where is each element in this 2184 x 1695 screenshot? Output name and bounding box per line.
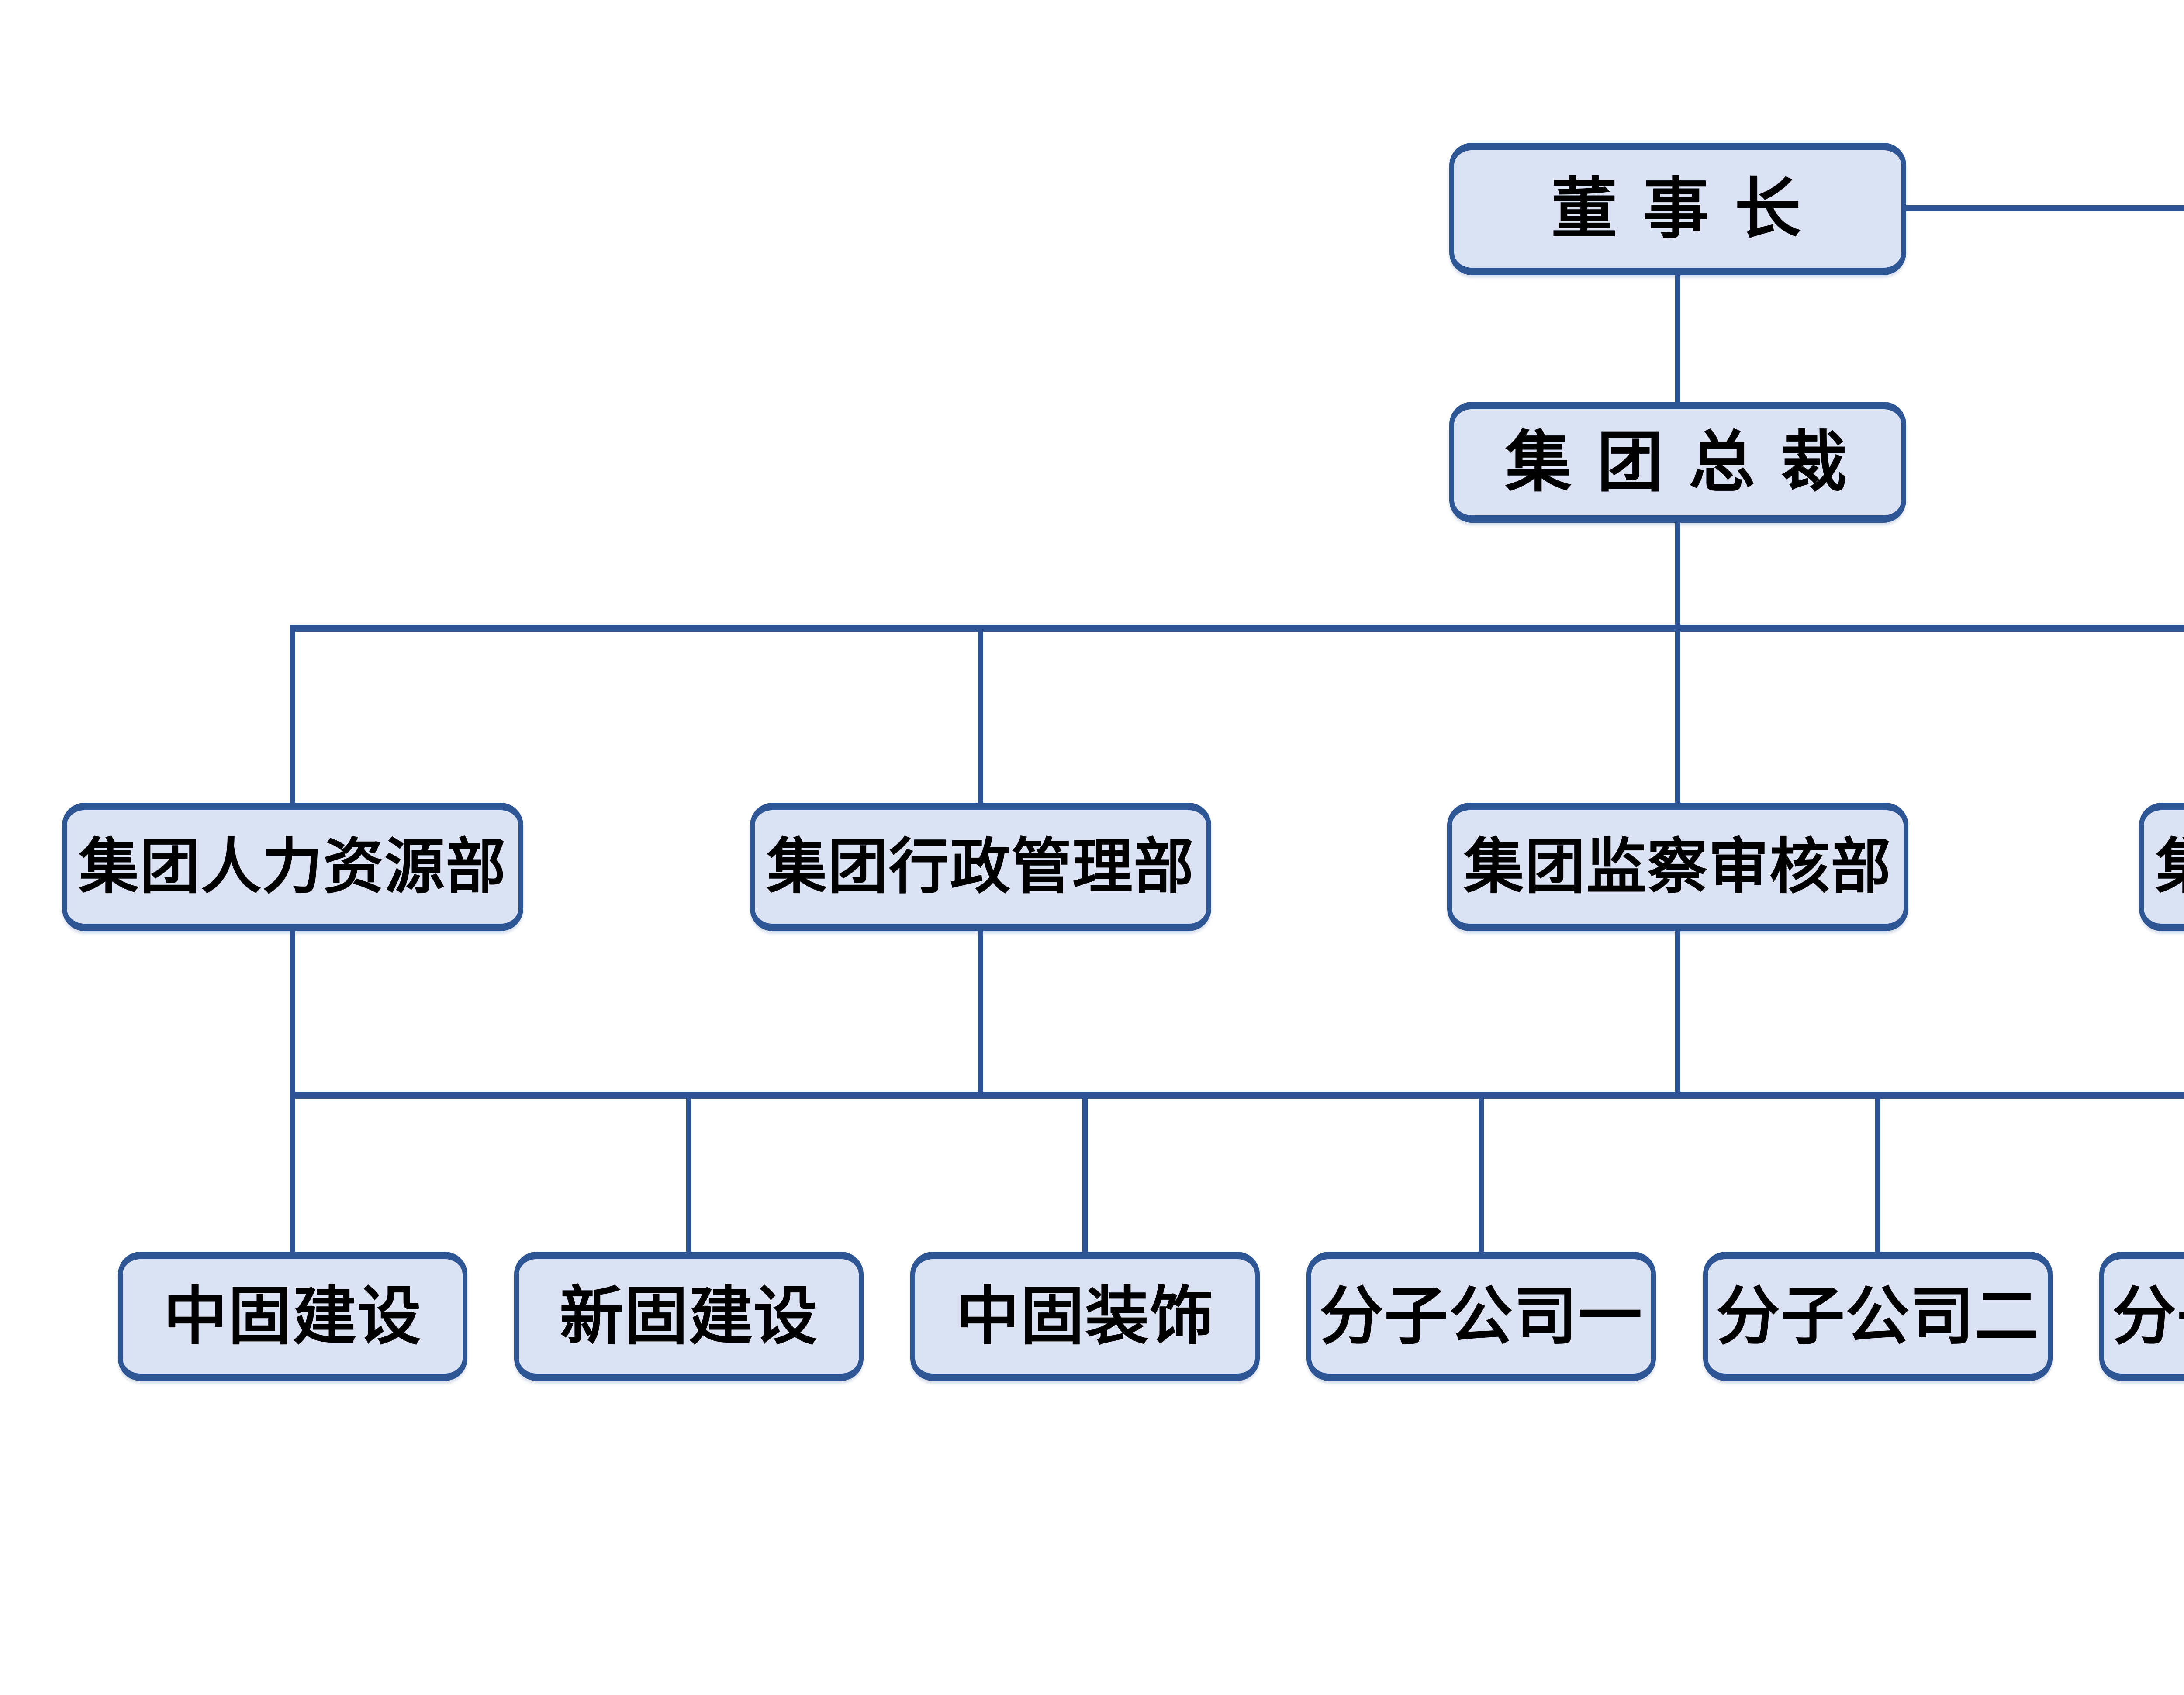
drop-hr-to-bus2 [290, 931, 295, 1094]
connector-chairman-president [1675, 275, 1680, 402]
node-sub-zhonggu-decoration: 中固装饰 [910, 1252, 1260, 1381]
node-sub-zhonggu-construction-label: 中固建设 [163, 1281, 422, 1352]
node-chairman: 董 事 长 [1449, 143, 1906, 275]
connector-president-to-audit [1675, 523, 1680, 803]
node-sub-zhonggu-construction: 中固建设 [118, 1252, 467, 1381]
node-dept-human-resources: 集团人力资源部 [62, 803, 523, 931]
node-dept-administration: 集团行政管理部 [750, 803, 1211, 931]
bus-line-level-subsidiaries [290, 1092, 2184, 1099]
node-sub-branch-company-2: 分子公司二 [1703, 1252, 2053, 1381]
node-dept-finance: 集团财务管理部 [2139, 803, 2184, 931]
node-sub-branch-company-3-label: 分子公司三 [2112, 1281, 2184, 1352]
connector-chairman-right-horizontal [1906, 205, 2184, 211]
node-dept-administration-label: 集团行政管理部 [766, 833, 1195, 901]
node-sub-xingu-construction: 新固建设 [514, 1252, 864, 1381]
drop-bus1-to-hr [290, 632, 295, 803]
drop-audit-to-bus2 [1675, 931, 1680, 1094]
drop-bus2-to-sub-5 [1875, 1099, 1880, 1252]
node-sub-branch-company-1: 分子公司一 [1306, 1252, 1656, 1381]
drop-bus2-to-sub-2 [686, 1099, 691, 1252]
node-group-president-label: 集 团 总 裁 [1505, 425, 1851, 500]
node-dept-supervision-audit: 集团监察审核部 [1447, 803, 1908, 931]
node-dept-human-resources-label: 集团人力资源部 [78, 833, 507, 901]
node-sub-branch-company-1-label: 分子公司一 [1320, 1281, 1643, 1352]
node-sub-branch-company-3: 分子公司三 [2099, 1252, 2184, 1381]
node-group-president: 集 团 总 裁 [1449, 402, 1906, 523]
node-sub-zhonggu-decoration-label: 中固装饰 [956, 1281, 1214, 1352]
node-dept-supervision-audit-label: 集团监察审核部 [1463, 833, 1892, 901]
node-dept-finance-label: 集团财务管理部 [2156, 837, 2184, 897]
drop-bus2-to-sub-4 [1479, 1099, 1484, 1252]
node-sub-xingu-construction-label: 新固建设 [560, 1281, 818, 1352]
drop-bus1-to-admin [978, 632, 983, 803]
drop-admin-to-bus2 [978, 931, 983, 1094]
node-sub-branch-company-2-label: 分子公司二 [1716, 1281, 2039, 1352]
drop-bus2-to-sub-1 [290, 1099, 295, 1252]
node-chairman-label: 董 事 长 [1551, 172, 1805, 246]
drop-bus2-to-sub-3 [1082, 1099, 1088, 1252]
bus-line-level-departments [290, 625, 2184, 632]
